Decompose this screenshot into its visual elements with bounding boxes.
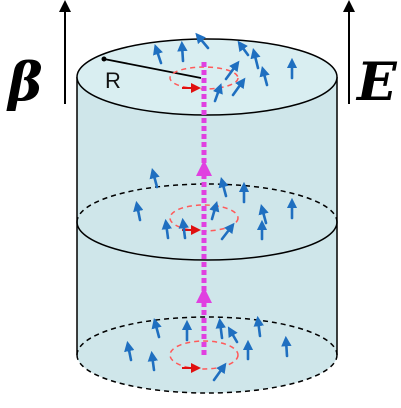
cylinder-body	[77, 77, 337, 393]
field-arrow	[231, 77, 246, 97]
field-arrows	[124, 32, 298, 382]
field-arrow	[209, 201, 220, 221]
field-arrow	[149, 167, 160, 189]
field-arrow	[124, 340, 135, 362]
field-arrow	[227, 326, 239, 344]
field-arrow	[177, 40, 188, 63]
field-arrow	[133, 200, 144, 222]
e-indicator: E	[343, 0, 398, 113]
field-arrow	[237, 40, 250, 57]
field-arrow	[218, 176, 229, 198]
field-arrow	[250, 47, 261, 70]
field-arrow	[224, 60, 240, 81]
field-arrow	[178, 217, 189, 240]
field-arrow	[212, 362, 227, 382]
field-arrow	[151, 317, 162, 339]
field-arrow	[153, 44, 163, 65]
field-arrow	[147, 350, 158, 372]
radius-line	[103, 58, 202, 79]
beta-indicator: β	[6, 0, 71, 113]
e-label: E	[355, 52, 398, 113]
field-arrow	[259, 65, 270, 87]
cylinder	[76, 38, 338, 394]
loop-bottom	[169, 340, 239, 370]
field-arrow	[253, 315, 264, 338]
field-arrow	[213, 83, 223, 103]
axis-arrowhead-lower	[196, 287, 212, 303]
field-arrow	[215, 317, 226, 340]
field-arrow	[195, 32, 210, 50]
top-cap	[76, 38, 338, 116]
central-axis	[196, 62, 212, 358]
radius-indicator: R	[101, 56, 202, 93]
axis-arrowhead-upper	[196, 160, 212, 176]
beta-label: β	[6, 52, 43, 113]
field-arrow	[220, 222, 235, 241]
field-arrow	[258, 203, 269, 225]
field-arrow	[281, 335, 292, 358]
radius-label: R	[105, 68, 121, 93]
middle-section-front	[76, 221, 338, 261]
field-arrow	[161, 218, 172, 240]
